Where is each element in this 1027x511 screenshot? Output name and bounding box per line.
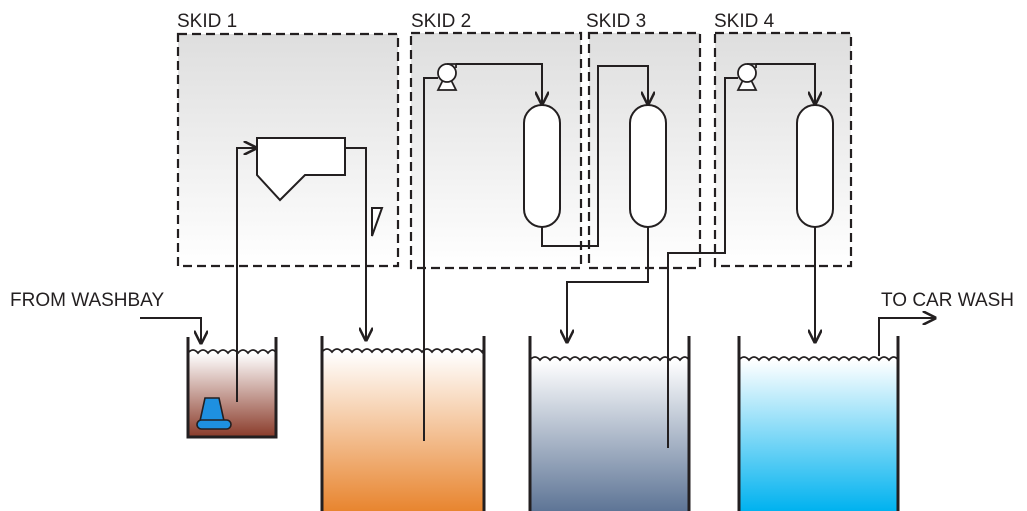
tank-4-water <box>739 360 898 511</box>
separator-to-tank-2-pipe <box>345 147 366 340</box>
outlet-label: TO CAR WASH <box>881 290 1014 311</box>
sump-pump-icon <box>196 397 232 430</box>
inlet-label: FROM WASHBAY <box>10 290 164 311</box>
skid-2-label: SKID 2 <box>411 11 471 32</box>
tank-3-water <box>530 360 689 511</box>
filter-column-skid-2 <box>523 104 561 228</box>
filter-column-skid-3 <box>629 104 667 228</box>
skid-1-label: SKID 1 <box>177 11 237 32</box>
tank-2-water-surface <box>321 348 485 354</box>
inlet-pipe <box>140 317 201 343</box>
skid-4-label: SKID 4 <box>714 11 775 32</box>
skid-4-pump-to-column-pipe <box>756 63 815 104</box>
tank-3 <box>528 336 691 511</box>
tank-2-water <box>322 352 484 511</box>
sump-tank <box>186 337 278 439</box>
column-3-to-tank-3-pipe <box>567 227 649 342</box>
tank-3-suction-pipe <box>667 77 738 448</box>
tank-4-water-surface <box>738 356 899 362</box>
tank-4 <box>737 336 900 511</box>
skid-2-pump-to-column-pipe <box>456 63 542 104</box>
pump-icon-skid-4 <box>736 63 758 91</box>
pump-icon-skid-2 <box>436 63 458 91</box>
sump-to-separator-pipe <box>236 148 256 402</box>
valve-icon <box>371 207 384 237</box>
tank-2-suction-pipe <box>423 77 438 441</box>
sump-water-surface <box>187 349 277 355</box>
outlet-pipe <box>878 318 935 356</box>
skid-3-label: SKID 3 <box>586 11 646 32</box>
separator-vessel <box>256 137 346 202</box>
tank-2 <box>320 336 486 511</box>
filter-column-skid-4 <box>796 104 834 228</box>
tank-3-water-surface <box>529 356 690 362</box>
column-2-to-column-3-pipe <box>541 65 648 247</box>
